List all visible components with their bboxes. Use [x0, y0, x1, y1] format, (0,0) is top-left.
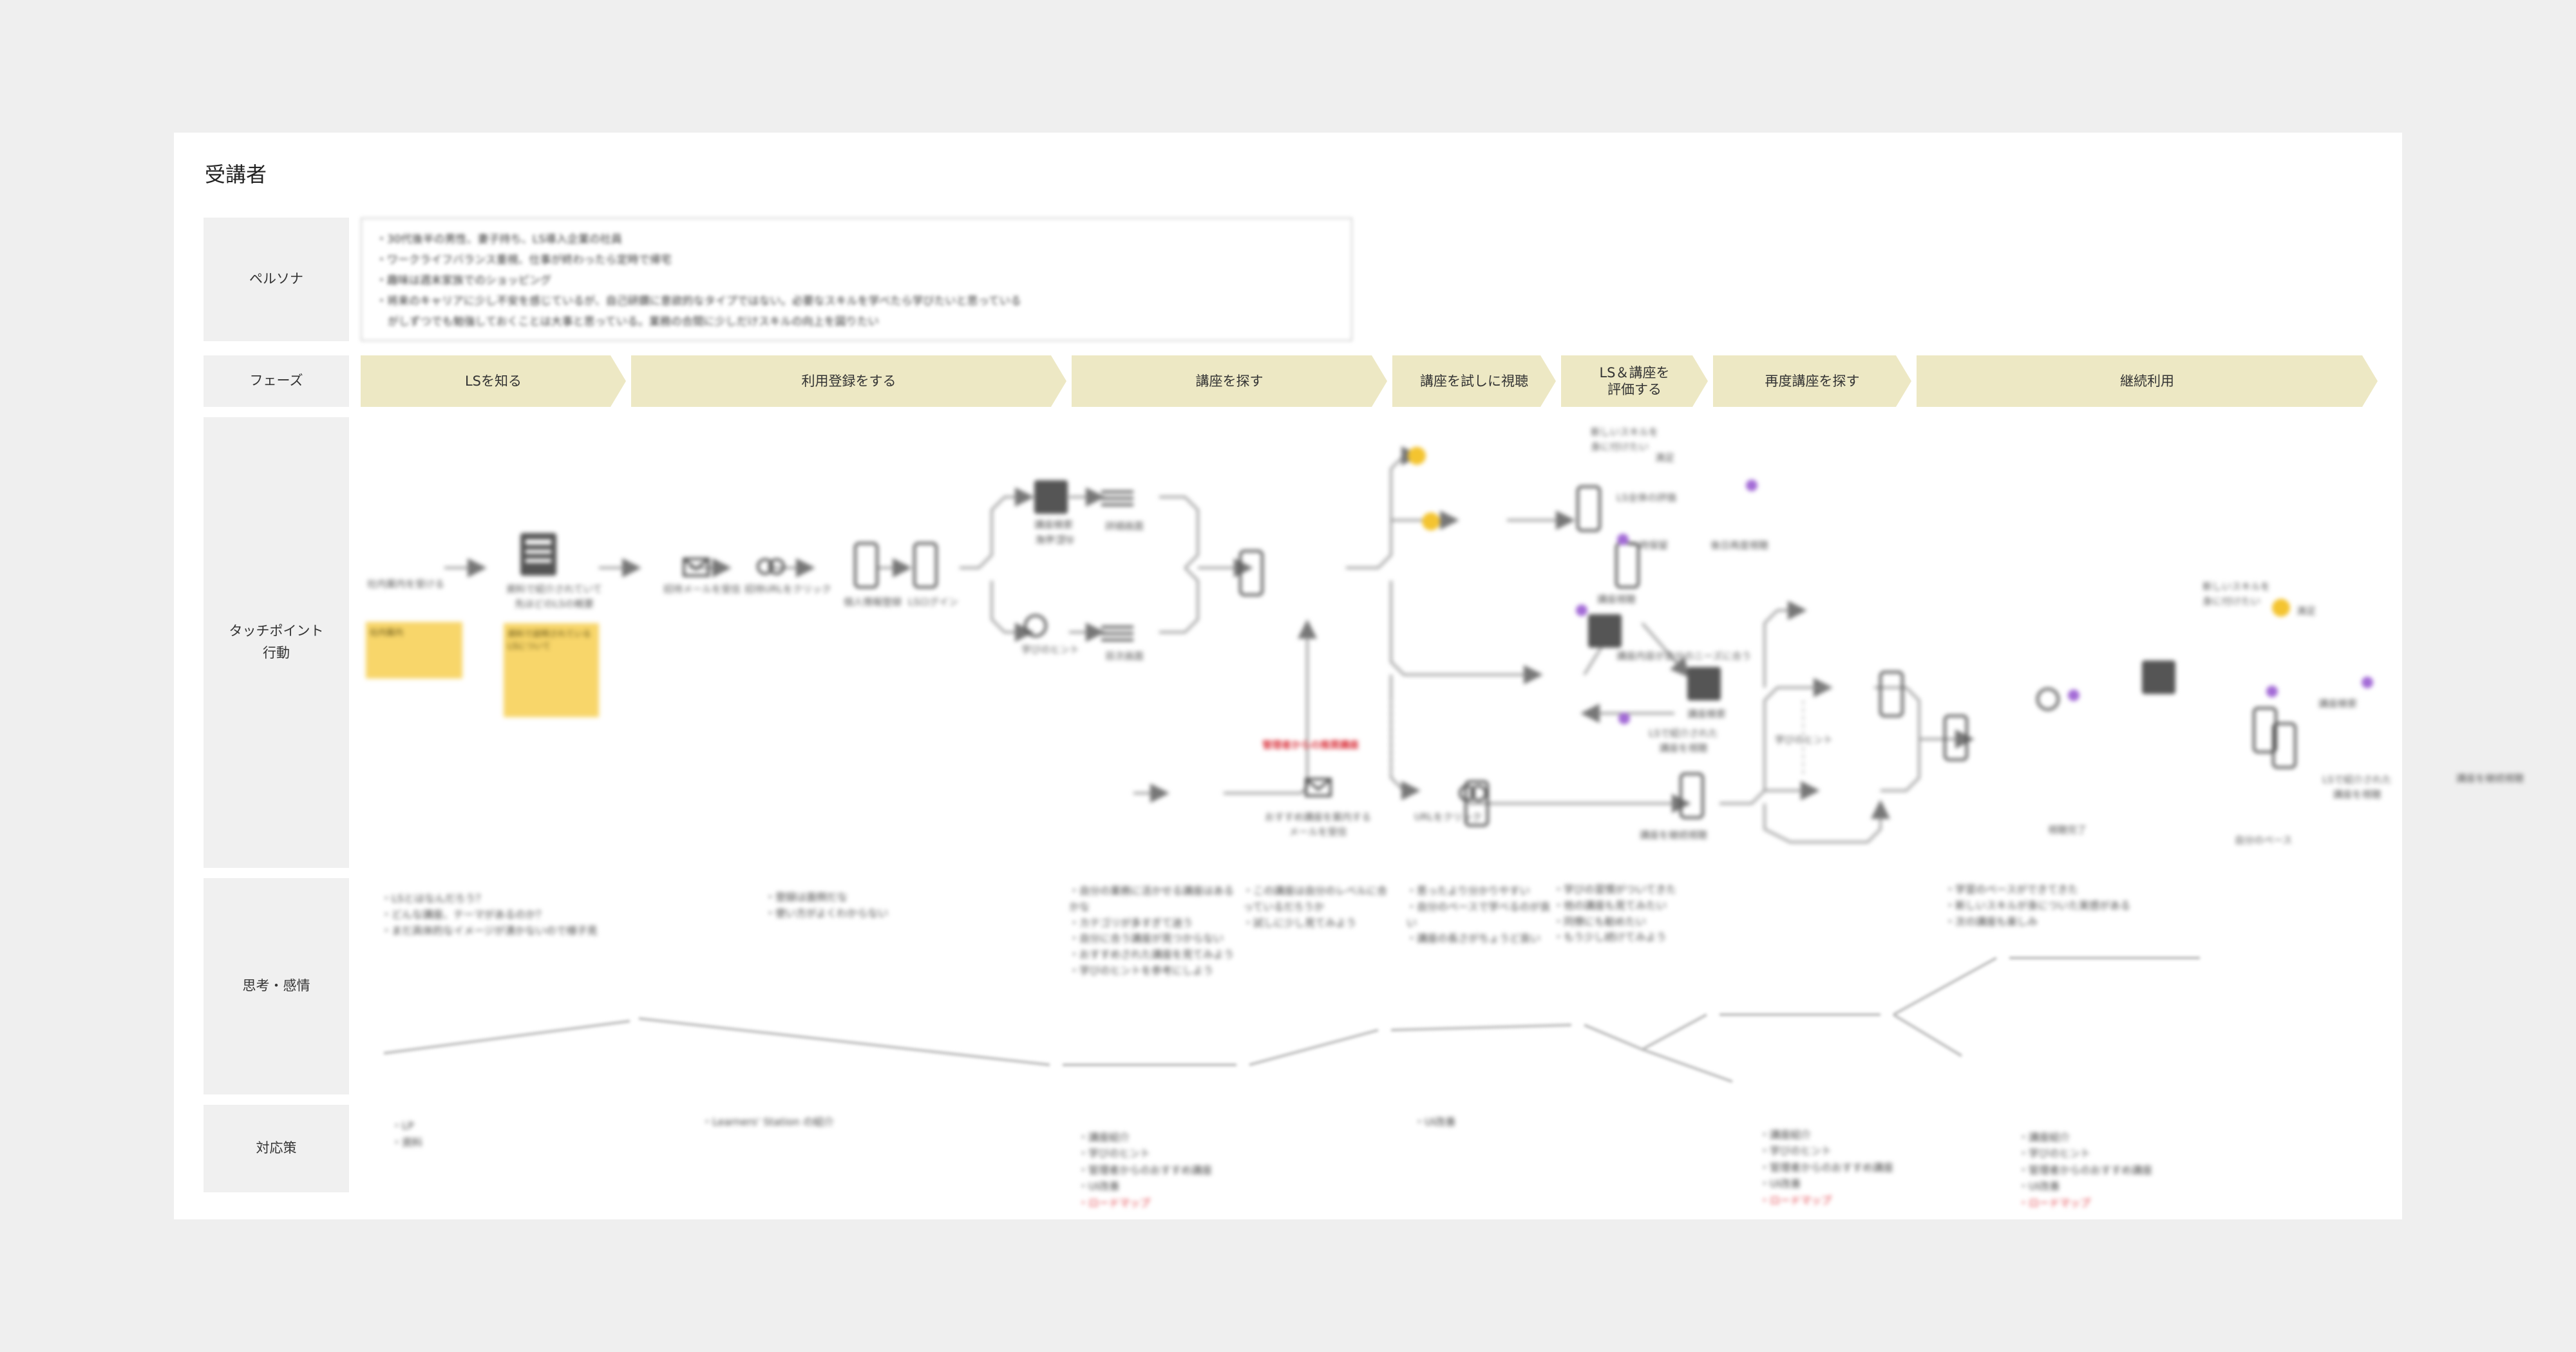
sticky-note: 資料で説明されているLSについて: [504, 623, 599, 717]
phase-trial-view: 講座を試しに視聴: [1392, 355, 1556, 407]
node-label: 講座検索: [2318, 698, 2358, 709]
row-label-touchpoint: タッチポイント行動: [204, 417, 349, 868]
phase-know-ls: LSを知る: [361, 355, 626, 407]
node-label: 講座内容が自分のニーズに合う: [1616, 650, 1752, 662]
node-label: 講座検索カテゴリ: [1034, 519, 1074, 545]
touchpoint-flow: 社内案内を受ける 資料で紹介されていて先ほどのLSの概要 招待メールを受信 招待…: [361, 417, 2524, 868]
sticky-note: 社内案内: [366, 622, 462, 679]
row-label-persona: ペルソナ: [204, 218, 349, 341]
node-label: 後日再度視聴: [1710, 540, 1769, 551]
emotion-text: ・自分の業務に活かせる講座はあるかな ・カテゴリが多すぎて迷う ・自分に合う講座…: [1069, 885, 1235, 977]
emotion-text: ・登録は面倒だな ・使い方がよくわからない: [765, 891, 889, 919]
node-label: 招待URLをクリック: [744, 583, 831, 595]
measure-text: ・講座紹介・学びのヒント・管理者からのおすすめ講座・UI改善・ロードマップ: [2018, 1131, 2153, 1209]
row-label-emotion: 思考・感情: [204, 878, 349, 1094]
node-label: LSで紹介された講座を視聴: [1649, 728, 1718, 754]
node-label: 招待メールを受信: [663, 583, 741, 595]
node-label: 自分のペース: [2235, 834, 2293, 846]
phase-evaluate: LS＆講座を 評価する: [1561, 355, 1708, 407]
phase-search-course: 講座を探す: [1072, 355, 1387, 407]
phase-continue: 継続利用: [1917, 355, 2378, 407]
emotion-text: ・LSとはなんだろう？ ・どんな講座、テーマがあるのか？ ・まだ具体的なイメージ…: [381, 892, 598, 937]
node-label: 視聴完了: [2048, 824, 2087, 836]
measure-text: ・講座紹介・学びのヒント・管理者からのおすすめ講座・UI改善・ロードマップ: [1759, 1128, 1894, 1206]
persona-line: ・将来のキャリアに少し不安を感じているが、自己研鑽に意欲的なタイプではない。必要…: [376, 295, 1021, 308]
persona-line: がしずつでも勉強しておくことは大事と思っている。業務の合間に少しだけスキルの向上…: [388, 315, 879, 328]
phase-register: 利用登録をする: [631, 355, 1066, 407]
node-label: カテゴリ: [1037, 534, 1076, 546]
node-label: 詳細画面: [1105, 520, 1144, 532]
node-label: LSで紹介された講座を視聴: [2322, 774, 2392, 800]
node-label: URLをクリック: [1414, 811, 1482, 823]
emotion-text: ・思ったより分かりやすい ・自分のペースで学べるのが良い ・講座の長さがちょうど…: [1406, 885, 1551, 945]
phase-evaluate-line1: LS＆講座を: [1599, 364, 1670, 380]
node-label: 講座を継続視聴: [2456, 773, 2524, 784]
emotion-text: ・学びの習慣がついてきた ・他の講座も見てみたい ・同僚にも勧めたい ・もう少し…: [1553, 883, 1677, 944]
node-label: 学びのヒント: [1775, 734, 1833, 746]
node-label: おすすめ講座を案内するメールを受信: [1265, 811, 1372, 838]
row-label-phase: フェーズ: [204, 355, 349, 407]
row-label-measures: 対応策: [204, 1105, 349, 1192]
persona-line: ・趣味は週末家族でのショッピング: [376, 274, 551, 287]
emotion-curve: [383, 957, 2200, 1083]
measure-text: ・講座紹介・学びのヒント・管理者からのおすすめ講座・UI改善・ロードマップ: [1078, 1131, 1213, 1209]
row-label-touchpoint-line2: 行動: [263, 645, 290, 661]
node-label: LSログイン: [908, 596, 958, 608]
emotion-text: ・学習のペースができてきた ・新しいスキルが身についた実感がある ・次の講座も楽…: [1945, 883, 2131, 928]
node-label: 講座視聴: [1597, 594, 1636, 605]
node-label: 個人情報登録: [844, 596, 902, 608]
persona-line: ・30代後半の男性、妻子持ち、LS導入企業の社員: [376, 233, 622, 246]
node-label: 資料で紹介されていて先ほどのLSの概要: [506, 583, 603, 610]
emotion-text: ・この講座は自分のレベルに合っているだろうか ・試しに少し見てみよう: [1243, 885, 1388, 929]
node-label: 一時保留: [1629, 540, 1669, 551]
phase-search-again: 再度講座を探す: [1713, 355, 1911, 407]
flow-connectors: [444, 446, 2373, 843]
node-label: 満足: [2297, 605, 2316, 617]
persona-box: ・30代後半の男性、妻子持ち、LS導入企業の社員 ・ワークライフバランス重視、仕…: [361, 218, 1352, 341]
node-label: 社内案内を受ける: [367, 578, 445, 590]
measure-text: ・LP・資料: [392, 1120, 423, 1149]
measure-text: ・UI改善: [1414, 1116, 1456, 1128]
node-label: 講座検索: [1687, 708, 1727, 720]
node-label: 新しいスキルを身に付けたい: [2202, 581, 2271, 607]
phase-evaluate-line2: 評価する: [1607, 382, 1662, 397]
persona-line: ・ワークライフバランス重視、仕事が終わったら定時で帰宅: [376, 254, 672, 267]
node-label: 管理者からの推奨講座: [1262, 739, 1359, 751]
row-label-touchpoint-line1: タッチポイント: [229, 623, 324, 639]
measure-text: ・Learners' Station の紹介: [702, 1116, 834, 1128]
node-label: 満足: [1655, 452, 1675, 464]
node-label: LS全体の評価: [1616, 492, 1676, 503]
node-label: 学びのヒント: [1021, 644, 1080, 655]
node-label: 目次画面: [1105, 650, 1144, 662]
node-label: 講座を継続視聴: [1640, 829, 1708, 841]
journey-map-board: 受講者 ペルソナ フェーズ タッチポイント行動 思考・感情 対応策 ・30代後半…: [174, 133, 2524, 1219]
node-label: 新しいスキルを身に付けたい: [1591, 426, 1659, 453]
page-title: 受講者: [205, 162, 267, 187]
